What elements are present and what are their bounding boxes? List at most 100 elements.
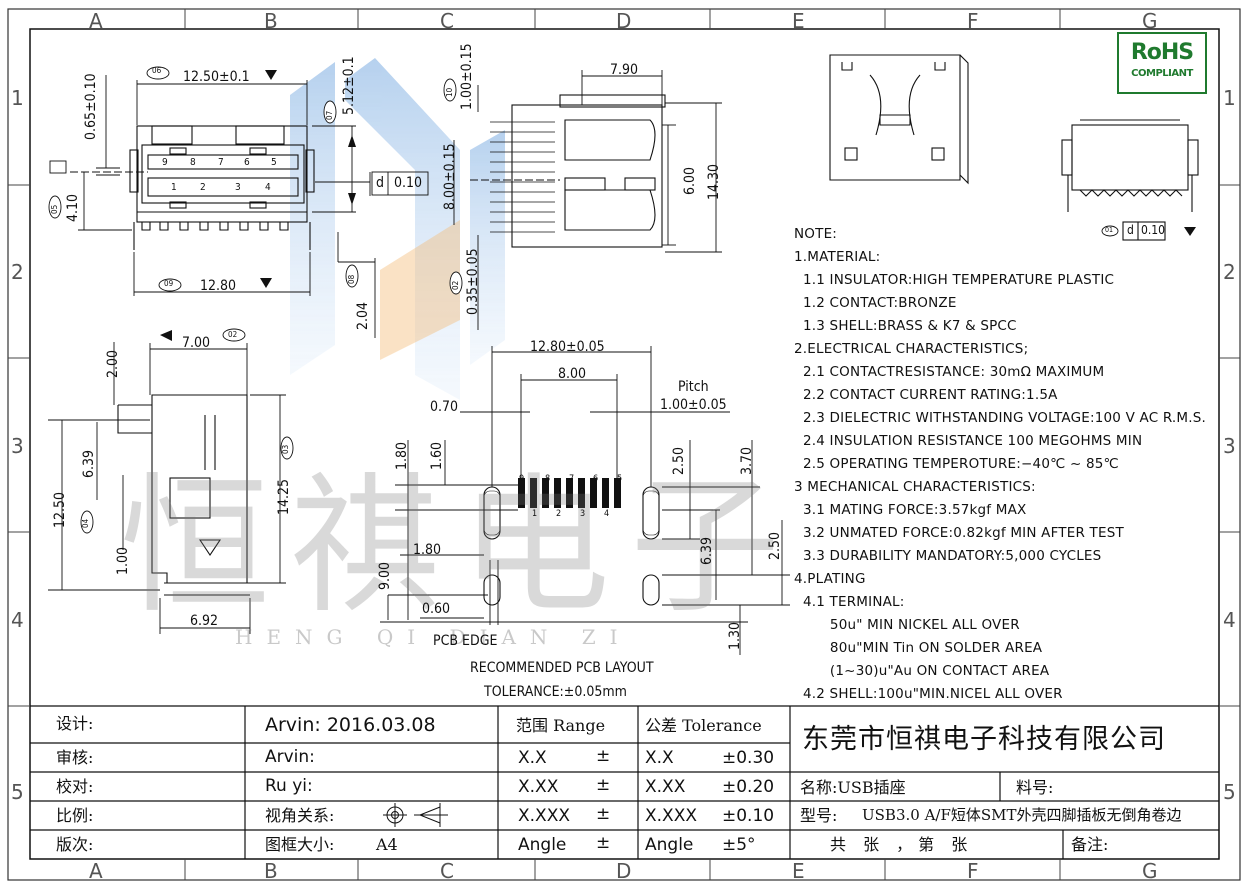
side-view (470, 94, 666, 248)
balloon-04-label: 04 (81, 518, 90, 528)
pcb-dim-2-50b: 2.50 (767, 531, 783, 560)
dim-height-8-00: 8.00±0.15 (442, 143, 458, 210)
pcb-dim-1-80: 1.80 (394, 441, 410, 470)
iso-tolerance-d: d (1127, 223, 1134, 237)
zone-row-right-5: 5 (1223, 780, 1236, 804)
pin-label-2: 2 (200, 182, 206, 193)
pcb-pin-1: 1 (532, 509, 538, 519)
note-line: 2.2 CONTACT CURRENT RATING:1.5A (794, 387, 1058, 403)
note-line: 1.MATERIAL: (794, 249, 881, 265)
tolerance-value: 0.10 (394, 175, 423, 191)
note-line: 4.PLATING (794, 571, 866, 587)
pcb-dim-12-80: 12.80±0.05 (530, 339, 605, 355)
zone-col-top-b: B (264, 9, 278, 33)
name-label: 名称:USB插座 (800, 778, 906, 797)
pcb-dim-2-50a: 2.50 (671, 446, 687, 475)
note-line: 1.2 CONTACT:BRONZE (794, 295, 957, 311)
dim-height-0-65: 0.65±0.10 (83, 73, 99, 140)
zone-col-top-a: A (89, 9, 103, 33)
balloons-2 (443, 78, 463, 295)
dim-height-14-30: 14.30 (706, 163, 722, 200)
pcb-pin-9: 9 (519, 474, 525, 484)
model-label: 型号: (800, 806, 838, 825)
dim-height-12-50: 12.50 (52, 491, 68, 528)
zone-row-left-5: 5 (11, 780, 24, 804)
pcb-tolerance: TOLERANCE:±0.05mm (484, 684, 627, 700)
zone-col-top-g: G (1142, 9, 1158, 33)
view-symbol (383, 803, 448, 827)
balloon-02-label: 02 (228, 330, 238, 339)
tolerance-header: 公差 Tolerance (645, 716, 762, 735)
pcb-dim-8-00: 8.00 (558, 366, 587, 382)
pin-label-9: 9 (162, 157, 168, 168)
zone-col-top-e: E (792, 9, 805, 33)
range-row-0: X.X (518, 748, 547, 768)
frame-label: 图框大小: (265, 835, 335, 854)
balloon-03-label: 03 (281, 444, 290, 454)
balloon-09-label: 09 (164, 279, 174, 288)
zone-row-right-1: 1 (1223, 86, 1236, 110)
pcb-dim-6-39: 6.39 (699, 536, 715, 565)
tol-row-3: Angle (645, 835, 694, 855)
remark-label: 备注: (1071, 835, 1109, 854)
dim-height-6-00: 6.00 (682, 166, 698, 195)
balloon-01-label: 01 (1105, 226, 1114, 234)
view-label: 视角关系: (265, 806, 335, 825)
pin-label-1: 1 (171, 182, 177, 193)
note-line: 80u"MIN Tin ON SOLDER AREA (794, 640, 1043, 656)
zone-col-bot-e: E (792, 859, 805, 883)
zone-row-left-3: 3 (11, 434, 24, 458)
note-line: 3.1 MATING FORCE:3.57kgf MAX (794, 502, 1027, 518)
part-label: 料号: (1016, 778, 1054, 797)
front-view-arrows (260, 70, 356, 288)
note-line: 50u" MIN NICKEL ALL OVER (794, 617, 1020, 633)
range-pm-1: ± (596, 775, 611, 795)
range-row-1: X.XX (518, 777, 559, 797)
balloon-07-label: 07 (325, 110, 334, 120)
zone-row-left-1: 1 (11, 86, 24, 110)
iso-tolerance-value: 0.10 (1141, 223, 1166, 237)
zone-col-bot-f: F (967, 859, 979, 883)
zone-col-top-d: D (616, 9, 632, 33)
note-line: 4.1 TERMINAL: (794, 594, 905, 610)
design-value: Arvin: 2016.03.08 (265, 714, 436, 736)
title-block-lines (30, 705, 1219, 859)
pcb-pin-7: 7 (569, 474, 575, 484)
pcb-dim-1-80b: 1.80 (413, 542, 442, 558)
pin-label-5: 5 (271, 157, 277, 168)
section-dims (48, 342, 286, 634)
note-line: 2.1 CONTACTRESISTANCE: 30mΩ MAXIMUM (794, 364, 1105, 380)
front-view (129, 125, 315, 250)
dim-height-5-12: 5.12±0.1 (341, 56, 357, 115)
pcb-edge-label: PCB EDGE (433, 633, 498, 649)
pcb-dim-3-70: 3.70 (739, 446, 755, 475)
check-label: 校对: (56, 777, 94, 796)
note-line: 4.2 SHELL:100u"MIN.NICEL ALL OVER (794, 686, 1063, 702)
watermark-pinyin: HENG QI DIAN ZI (235, 625, 632, 649)
dim-height-6-39: 6.39 (81, 449, 97, 478)
dim-width-12-80: 12.80 (200, 278, 237, 294)
rohs-subtitle: COMPLIANT (1131, 68, 1193, 79)
pcb-pin-8: 8 (545, 474, 551, 484)
dim-width-7-00: 7.00 (182, 335, 211, 351)
note-line: 2.3 DIELECTRIC WITHSTANDING VOLTAGE:100 … (794, 410, 1207, 426)
note-line: 1.3 SHELL:BRASS & K7 & SPCC (794, 318, 1017, 334)
pin-label-8: 8 (190, 157, 196, 168)
balloons-1 (48, 66, 359, 292)
rohs-title: RoHS (1130, 40, 1194, 65)
balloon-01 (1101, 225, 1119, 237)
zone-col-bot-g: G (1142, 859, 1158, 883)
zone-row-right-3: 3 (1223, 434, 1236, 458)
zone-row-right-4: 4 (1223, 608, 1236, 632)
range-row-3: Angle (518, 835, 567, 855)
pcb-pitch-label: Pitch (678, 379, 709, 395)
note-line: NOTE: (794, 226, 838, 242)
range-row-2: X.XXX (518, 806, 570, 826)
rohs-badge: RoHS COMPLIANT (1117, 32, 1207, 94)
pin-label-7: 7 (218, 157, 224, 168)
pcb-pads (518, 478, 621, 508)
pcb-dim-1-60: 1.60 (429, 441, 445, 470)
sheet-count: 共 张 ，第 张 (830, 835, 974, 854)
dim-width-7-90: 7.90 (610, 62, 639, 78)
zone-col-bot-c: C (440, 859, 454, 883)
